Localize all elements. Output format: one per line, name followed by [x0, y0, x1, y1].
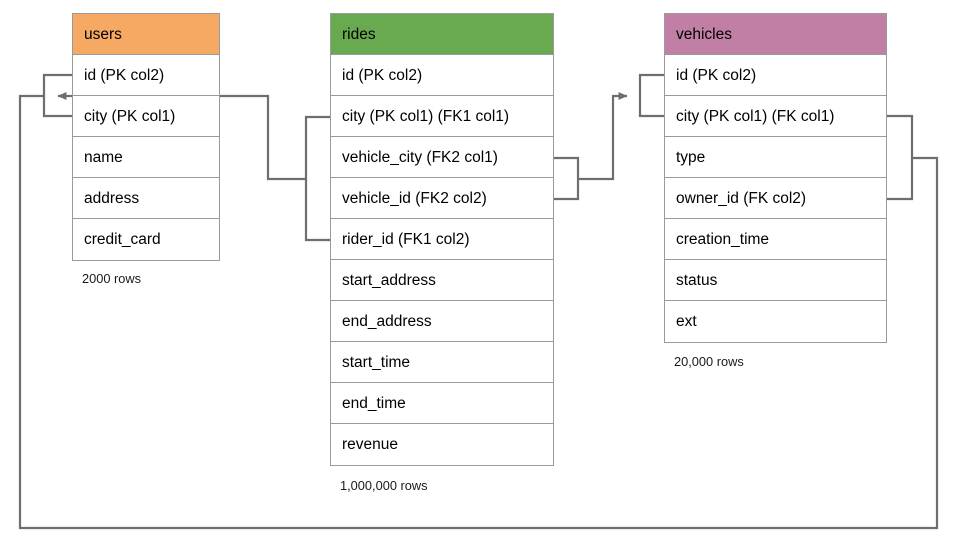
entity-vehicles-field-ext[interactable]: ext: [665, 301, 886, 342]
entity-rides-field-rider-id[interactable]: rider_id (FK1 col2): [331, 219, 553, 260]
rides-fk1-bracket: [304, 115, 330, 242]
entity-users[interactable]: users id (PK col2) city (PK col1) name a…: [72, 13, 220, 261]
entity-users-field-address[interactable]: address: [73, 178, 219, 219]
entity-vehicles-field-status[interactable]: status: [665, 260, 886, 301]
entity-rides-field-revenue[interactable]: revenue: [331, 424, 553, 465]
entity-vehicles-field-creation-time[interactable]: creation_time: [665, 219, 886, 260]
entity-vehicles-field-city[interactable]: city (PK col1) (FK col1): [665, 96, 886, 137]
entity-rides-field-start-time[interactable]: start_time: [331, 342, 553, 383]
entity-vehicles-field-id[interactable]: id (PK col2): [665, 55, 886, 96]
entity-vehicles-field-type[interactable]: type: [665, 137, 886, 178]
entity-rides-field-start-address[interactable]: start_address: [331, 260, 553, 301]
entity-users-rowcount: 2000 rows: [82, 271, 142, 286]
rides-fk2-to-vehicles-connector: [578, 92, 628, 181]
vehicles-pk-bracket: [638, 73, 664, 118]
entity-vehicles[interactable]: vehicles id (PK col2) city (PK col1) (FK…: [664, 13, 887, 343]
entity-users-field-city[interactable]: city (PK col1): [73, 96, 219, 137]
users-pk-bracket: [42, 73, 72, 118]
entity-users-field-id[interactable]: id (PK col2): [73, 55, 219, 96]
entity-users-field-credit-card[interactable]: credit_card: [73, 219, 219, 260]
entity-users-title: users: [73, 14, 219, 55]
rides-fk2-bracket: [554, 156, 580, 201]
entity-rides-rowcount: 1,000,000 rows: [340, 478, 428, 493]
entity-rides[interactable]: rides id (PK col2) city (PK col1) (FK1 c…: [330, 13, 554, 466]
entity-rides-field-city[interactable]: city (PK col1) (FK1 col1): [331, 96, 553, 137]
entity-rides-field-end-address[interactable]: end_address: [331, 301, 553, 342]
entity-rides-field-end-time[interactable]: end_time: [331, 383, 553, 424]
vehicles-fk-bracket: [887, 114, 914, 201]
entity-rides-field-vehicle-id[interactable]: vehicle_id (FK2 col2): [331, 178, 553, 219]
entity-rides-field-vehicle-city[interactable]: vehicle_city (FK2 col1): [331, 137, 553, 178]
entity-rides-field-id[interactable]: id (PK col2): [331, 55, 553, 96]
entity-vehicles-field-owner-id[interactable]: owner_id (FK col2): [665, 178, 886, 219]
entity-vehicles-rowcount: 20,000 rows: [674, 354, 744, 369]
entity-users-field-name[interactable]: name: [73, 137, 219, 178]
entity-rides-title: rides: [331, 14, 553, 55]
entity-vehicles-title: vehicles: [665, 14, 886, 55]
